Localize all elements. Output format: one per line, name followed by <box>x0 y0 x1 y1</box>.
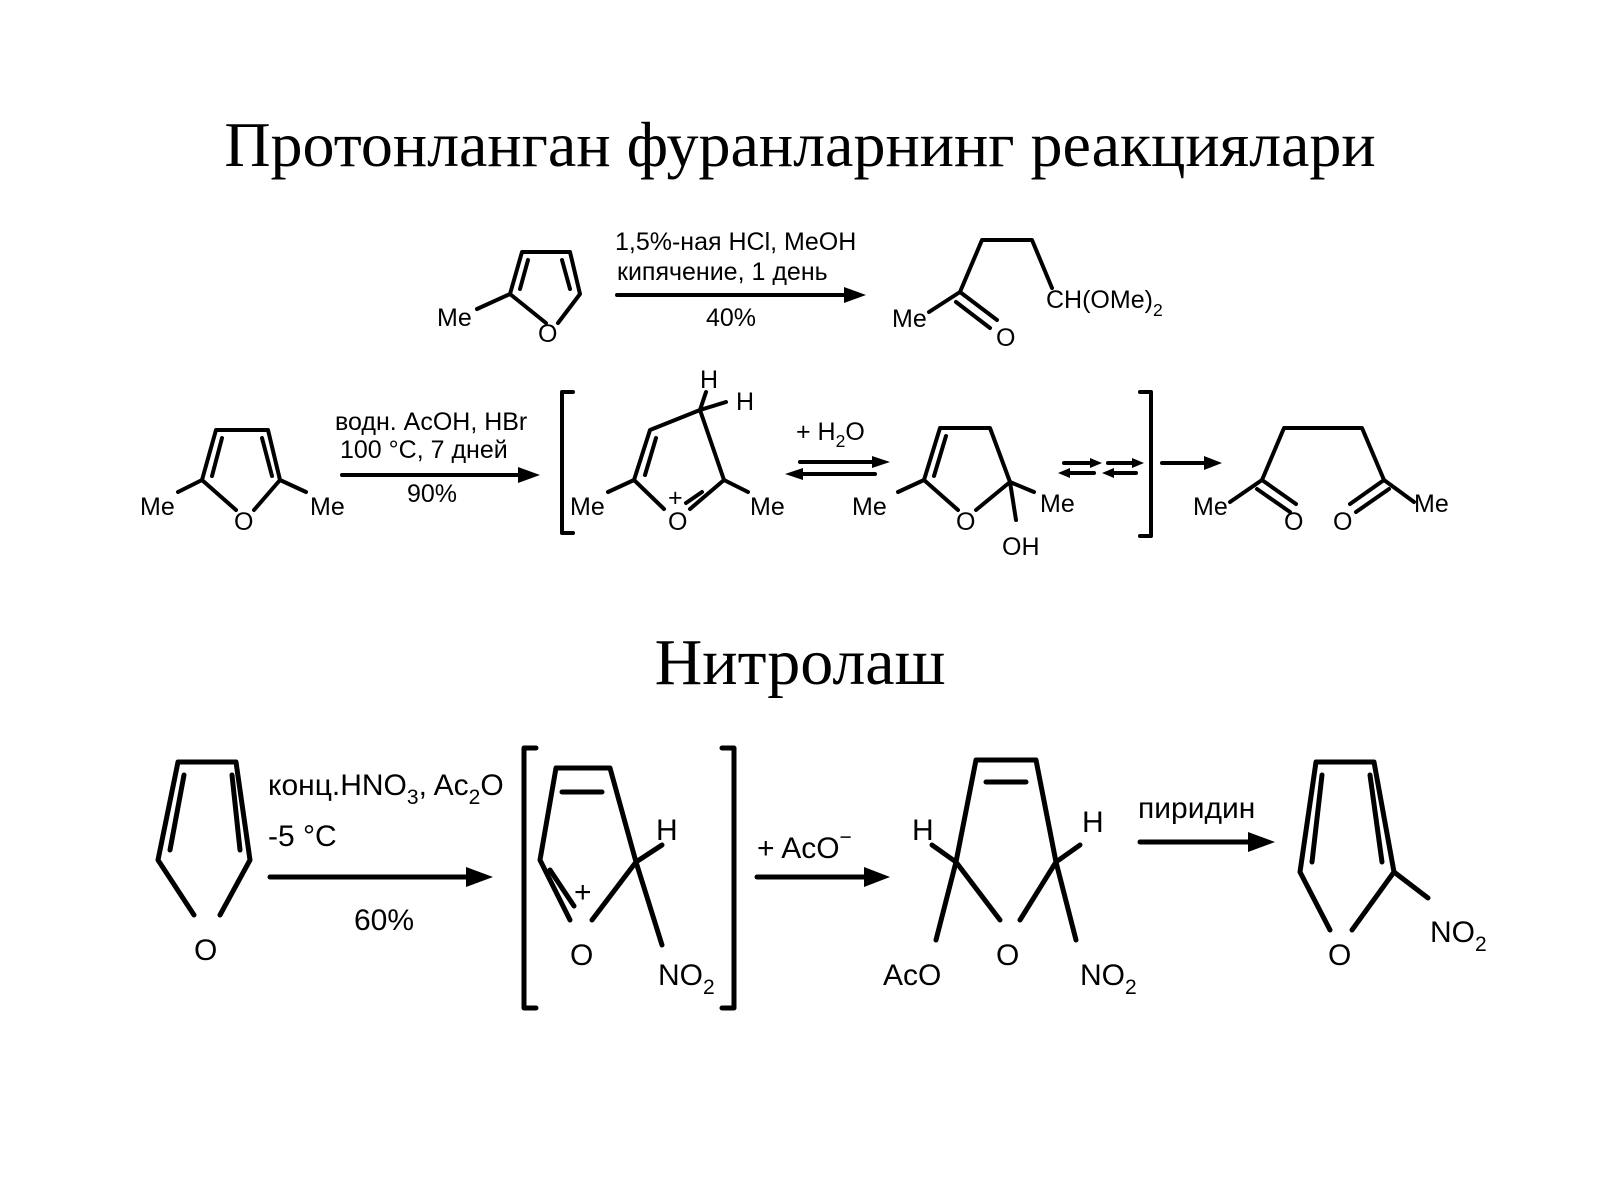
reaction3-yield: 60% <box>354 904 414 937</box>
arrow-acetate-addition: + AcO− <box>754 826 890 887</box>
label-o: O <box>668 508 687 536</box>
product-ketoacetal: Me O CH(OMe)2 <box>892 238 1163 352</box>
intermediate-bracket-left <box>560 390 575 535</box>
label-plus-acetate: + AcO− <box>757 826 852 865</box>
intermediate-bracket-right <box>1138 390 1153 538</box>
label-h: H <box>912 814 934 847</box>
reaction1-conditions-line1: 1,5%-ная HCl, MeOH <box>615 228 856 256</box>
reaction3-conditions-line1: конц.HNO3, Ac2O <box>268 769 504 809</box>
reaction1-conditions-line2: кипячение, 1 день <box>617 258 828 286</box>
sigma-complex: + O H NO2 <box>537 765 715 999</box>
label-me: Me <box>1193 493 1228 521</box>
label-me: Me <box>1414 490 1449 518</box>
label-h: H <box>700 366 718 394</box>
sigma-complex-bracket-left <box>521 745 539 1011</box>
label-pyridine: пиридин <box>1138 792 1255 825</box>
reaction1-yield: 40% <box>706 304 756 332</box>
label-o: O <box>234 508 253 536</box>
arrow-reaction2-final <box>1160 456 1222 470</box>
label-o: O <box>1328 939 1351 972</box>
label-me: Me <box>892 305 927 333</box>
arrow-reaction3: конц.HNO3, Ac2O -5 °C 60% <box>267 769 504 937</box>
reaction2-yield: 90% <box>407 480 457 508</box>
label-oh: OH <box>1002 533 1040 561</box>
section-title-protonated-furans: Протонланган фуранларнинг реакциялари <box>224 109 1376 180</box>
label-o: O <box>570 939 593 972</box>
label-me: Me <box>750 493 785 521</box>
product-hexanedione: Me O O Me <box>1193 426 1449 536</box>
reaction2-conditions-line1: водн. AcOH, HBr <box>335 408 527 436</box>
label-o: O <box>538 320 557 348</box>
reactant-2-5-dimethylfuran: Me Me O <box>140 428 345 536</box>
arrow-reaction1: 1,5%-ная HCl, MeOH кипячение, 1 день 40% <box>615 228 866 332</box>
product-2-nitrofuran: O NO2 <box>1297 759 1487 972</box>
label-me: Me <box>310 493 345 521</box>
intermediate-oxonium-cation: H H Me Me O + <box>570 366 785 536</box>
reactant-furan: O <box>155 759 253 967</box>
label-no2: NO2 <box>658 959 715 999</box>
label-o: O <box>194 934 217 967</box>
label-aco: AcO <box>883 959 941 992</box>
label-h: H <box>656 814 678 847</box>
adduct-dihydrofuran: H H AcO O NO2 <box>883 757 1137 999</box>
label-no2: NO2 <box>1430 916 1487 956</box>
label-plus-water: + H2O <box>796 418 865 451</box>
label-h: H <box>1082 806 1104 839</box>
section-title-nitration: Нитролаш <box>654 626 946 699</box>
label-o: O <box>1284 508 1303 536</box>
intermediate-hemiketal: Me Me O OH <box>852 426 1075 561</box>
label-no2: NO2 <box>1080 959 1137 999</box>
label-plus: + <box>668 484 683 512</box>
label-plus: + <box>574 876 592 909</box>
label-ch-ome2: CH(OMe)2 <box>1046 286 1163 320</box>
reaction2-conditions-line2: 100 °C, 7 дней <box>340 436 508 464</box>
arrow-elimination: пиридин <box>1137 792 1275 852</box>
label-o: O <box>1333 508 1352 536</box>
arrow-equilibrium-ring-opening <box>1058 458 1144 478</box>
label-h: H <box>736 388 754 416</box>
label-o: O <box>996 324 1015 352</box>
reactant-2-methylfuran: Me O <box>437 250 582 348</box>
arrow-equilibrium-hydration: + H2O <box>785 418 890 480</box>
arrow-reaction2: водн. AcOH, HBr 100 °C, 7 дней 90% <box>335 408 540 508</box>
label-me: Me <box>570 493 605 521</box>
label-me: Me <box>437 304 472 332</box>
label-me: Me <box>1040 490 1075 518</box>
reaction3-conditions-line2: -5 °C <box>268 820 337 853</box>
label-me: Me <box>852 493 887 521</box>
label-me: Me <box>140 493 175 521</box>
sigma-complex-bracket-right <box>719 745 737 1011</box>
label-o: O <box>996 939 1019 972</box>
label-o: O <box>956 508 975 536</box>
